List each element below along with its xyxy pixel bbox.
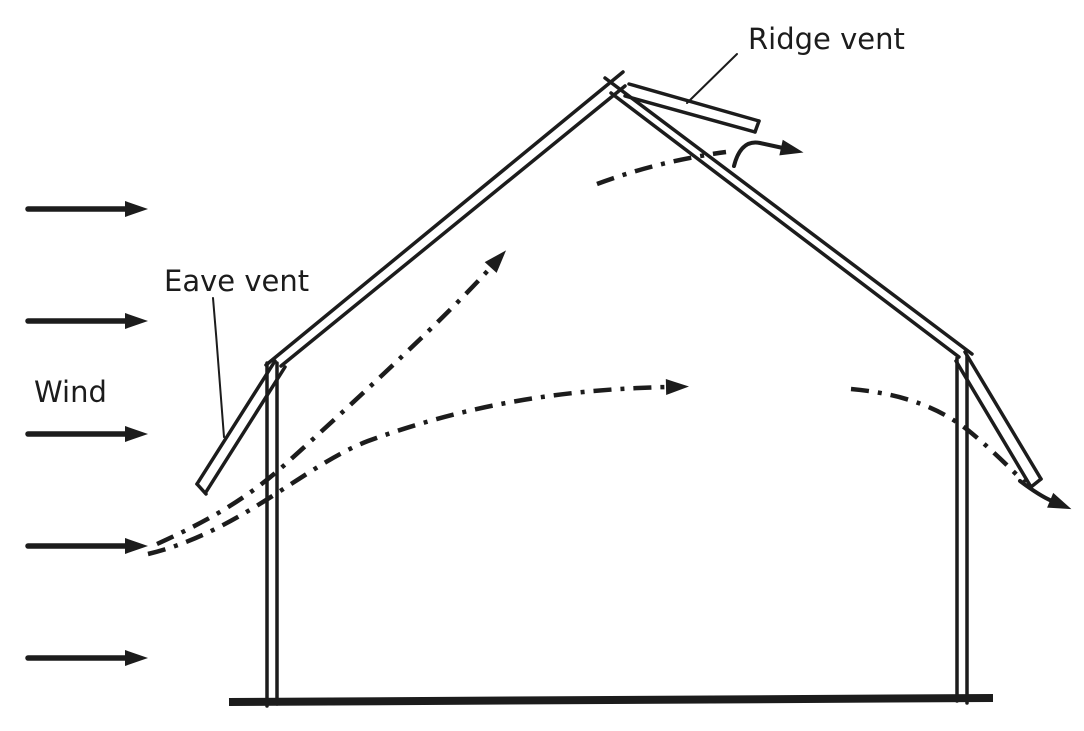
label-leaders (212, 53, 738, 438)
ridge-vent-outer-line (627, 82, 761, 123)
airflow-to-right-eave-line (850, 386, 1027, 485)
left-eave-cap-line (195, 482, 208, 496)
roof-right-outer-line (603, 76, 974, 356)
airflow-eave-to-roof-line (156, 250, 507, 547)
left-eave-inner-line (204, 365, 287, 494)
ridge-exit-arrow (732, 139, 804, 168)
roof-left-outer-line (264, 70, 625, 367)
eave-vent-flap-right (954, 350, 1043, 489)
roof-right-inner-line (609, 91, 961, 359)
ridge-vent-cap-line (753, 119, 761, 134)
airflow-to-ridge-line (596, 149, 727, 187)
airflow-lines (147, 139, 1072, 557)
floor-line (228, 694, 994, 706)
right-eave-exit-arrow (1018, 479, 1072, 510)
right-eave-cap-line (1029, 477, 1043, 489)
right-eave-outer-line (963, 350, 1043, 481)
eave-vent-flap-left (195, 359, 287, 496)
roof-left-inner-line (279, 84, 627, 368)
ridge-vent-inner-line (623, 94, 757, 134)
eave-vent-leader-line (212, 297, 225, 438)
eave-vent-label: Eave vent (164, 264, 309, 298)
right-eave-inner-line (954, 359, 1033, 489)
ridge-vent-flap (623, 82, 761, 134)
house-outline (228, 70, 994, 708)
ridge-vent-label: Ridge vent (748, 22, 905, 56)
labels: Ridge vent Eave vent Wind (34, 22, 905, 409)
left-eave-outer-line (195, 359, 277, 486)
wind-arrows (25, 201, 148, 666)
ridge-vent-leader-line (686, 53, 738, 104)
airflow-across-attic-line (147, 379, 689, 557)
wind-label: Wind (34, 375, 107, 409)
